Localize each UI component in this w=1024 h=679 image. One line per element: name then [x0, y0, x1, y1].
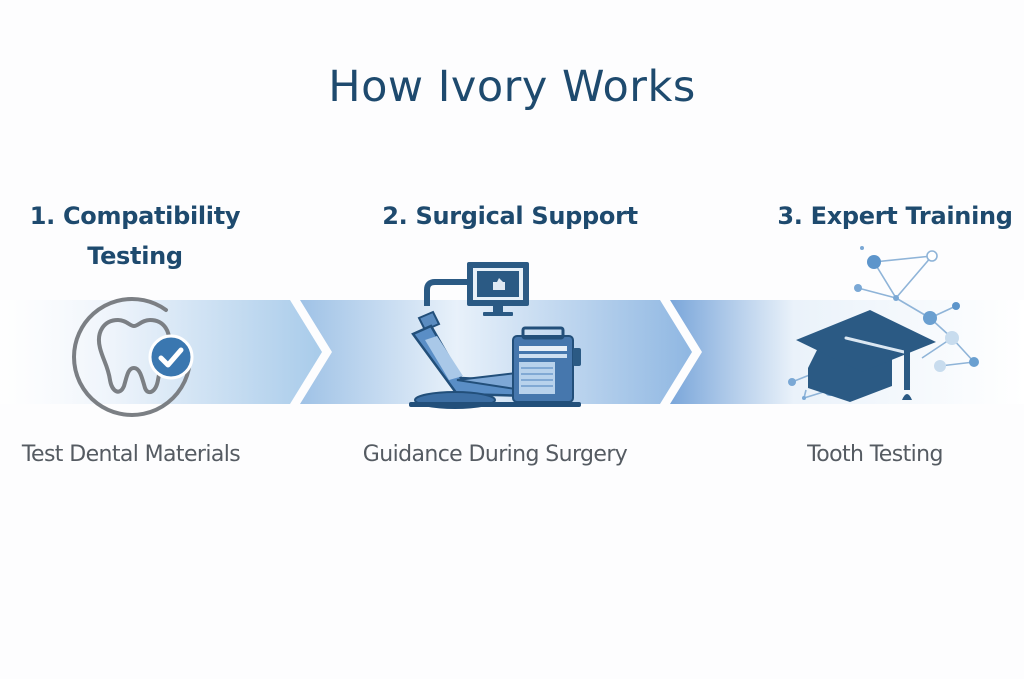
- page-title: How Ivory Works: [328, 62, 696, 112]
- graduation-cap-network-icon: [788, 246, 979, 402]
- step-3-description: Tooth Testing: [807, 442, 943, 467]
- process-band: [0, 300, 1024, 404]
- band-segment-2: [300, 300, 692, 404]
- step-2-title: 2. Surgical Support: [350, 196, 670, 236]
- step-1-description: Test Dental Materials: [21, 442, 241, 467]
- step-1-title: 1. Compatibility Testing: [0, 196, 270, 276]
- tooth-check-icon: [72, 297, 194, 417]
- step-3-title-line1: 3. Expert Training: [777, 202, 1013, 230]
- step-1-title-line1: 1. Compatibility: [29, 202, 241, 230]
- step-2-title-line1: 2. Surgical Support: [382, 202, 638, 230]
- dental-chair-monitor-icon: [409, 262, 581, 409]
- step-2-description: Guidance During Surgery: [362, 442, 628, 467]
- step-1-title-line2: Testing: [87, 242, 183, 270]
- step-3-title: 3. Expert Training: [770, 196, 1020, 236]
